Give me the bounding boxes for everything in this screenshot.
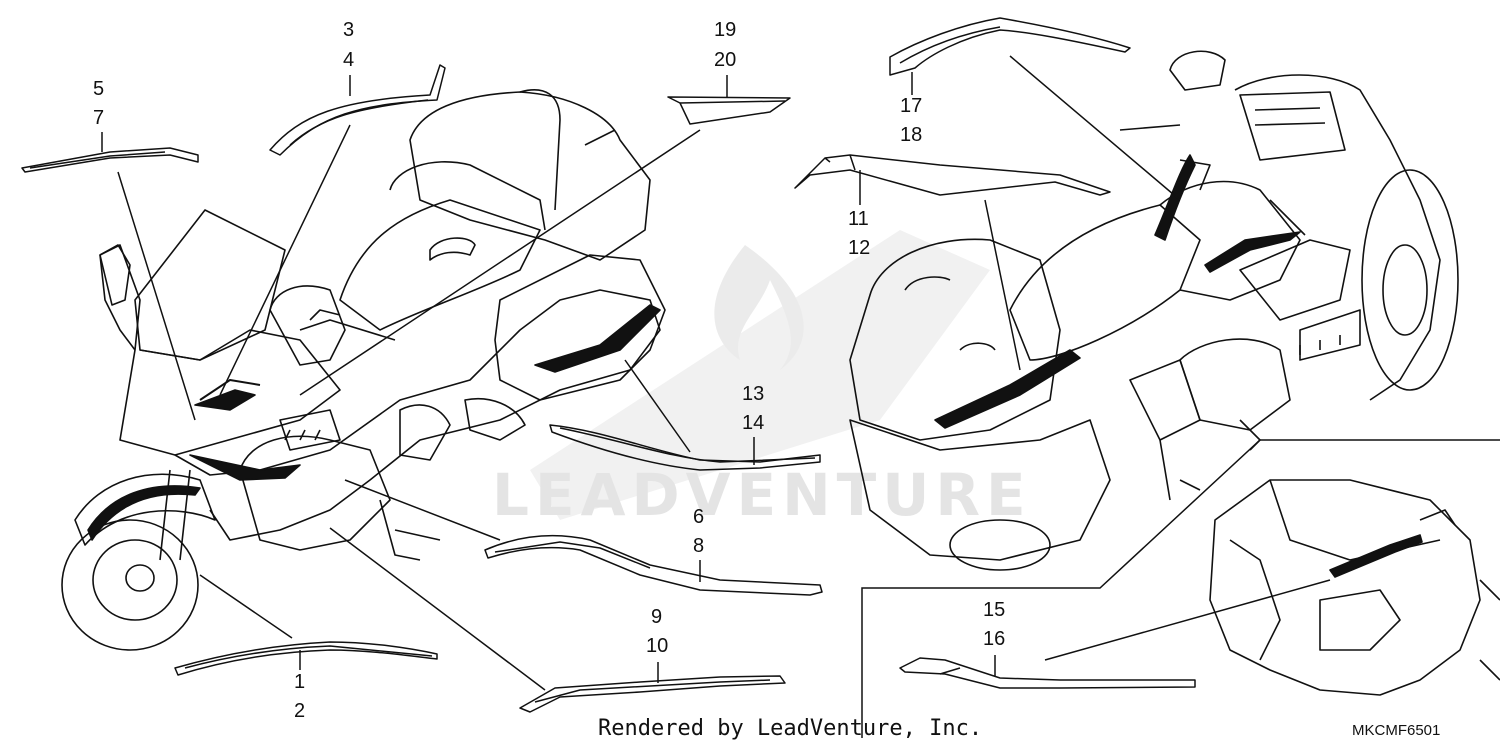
watermark-text: LEADVENTURE: [492, 461, 1032, 529]
instrument-panel: [1239, 91, 1346, 161]
callout-13: 13: [742, 383, 764, 405]
diagram-code: MKCMF6501: [1352, 722, 1441, 739]
callout-8: 8: [693, 535, 704, 557]
callout-17: 17: [900, 95, 922, 117]
callout-5: 5: [93, 78, 104, 100]
right-handlebar: [1119, 124, 1306, 236]
windscreen: [134, 209, 286, 361]
decal-13-14: [549, 424, 821, 471]
right-engine: [1179, 338, 1291, 431]
callout-11: 11: [848, 208, 869, 230]
callout-4: 4: [343, 49, 354, 71]
decal-stripes: [21, 17, 1196, 713]
callout-6: 6: [693, 506, 704, 528]
callout-19: 19: [714, 19, 736, 41]
left-decal-stripe-lower: [189, 454, 301, 481]
front-fairing: [99, 244, 341, 456]
left-fender-stripe: [87, 485, 201, 541]
leader-19-20: [299, 75, 728, 396]
saddlebag-detail-stripe: [1329, 534, 1423, 578]
decal-15-16: [899, 657, 1196, 689]
right-mirror: [1169, 50, 1226, 91]
leader-11-12: [859, 170, 1021, 371]
left-mirror: [99, 244, 131, 306]
callout-12: 12: [848, 237, 870, 259]
decal-19-20: [667, 96, 791, 125]
decal-1-2: [174, 641, 438, 676]
right-tank-stripe: [1154, 154, 1196, 241]
leader-lines: [101, 55, 1500, 738]
decal-17-18: [889, 17, 1131, 76]
callout-16: 16: [983, 628, 1005, 650]
left-top-trunk: [409, 91, 651, 261]
left-saddlebag: [494, 254, 666, 401]
leader-1-2: [199, 574, 301, 670]
decal-11-12: [794, 154, 1111, 196]
right-trunk-stripe: [934, 349, 1081, 429]
saddlebag-detail-illustration: [1209, 479, 1500, 696]
left-saddlebag-stripe: [534, 304, 661, 373]
callout-15: 15: [983, 599, 1005, 621]
left-decal-stripe-upper: [194, 389, 256, 411]
decal-5-7: [21, 147, 199, 173]
frame-line: [861, 439, 1500, 738]
leader-5-7: [101, 132, 196, 421]
leader-17-18: [911, 55, 1181, 201]
callout-18: 18: [900, 124, 922, 146]
right-side-stripe: [1204, 231, 1301, 273]
right-fairing: [1234, 74, 1441, 401]
front-wheel: [61, 519, 199, 651]
callout-7: 7: [93, 107, 104, 129]
right-motorcycle-illustration: [849, 50, 1459, 571]
left-engine: [239, 435, 391, 551]
leader-9-10: [329, 527, 659, 691]
right-top-trunk: [849, 238, 1061, 441]
right-side-panel: [1239, 239, 1351, 321]
decal-3-4: [269, 64, 446, 156]
callout-1: 1: [294, 671, 305, 693]
right-seat: [1009, 204, 1201, 361]
left-seat: [339, 199, 541, 331]
left-handlebar: [299, 309, 396, 341]
front-fender: [74, 473, 216, 546]
callout-10: 10: [646, 635, 668, 657]
callout-9: 9: [651, 606, 662, 628]
kickstand: [379, 499, 441, 561]
leader-6-8: [344, 479, 701, 582]
decal-6-8: [484, 534, 823, 596]
render-credit: Rendered by LeadVenture, Inc.: [598, 716, 983, 741]
right-front-wheel: [1361, 169, 1459, 391]
callouts: 5 7 3 4 19 20 17 18 11 12 13 14 6 8 9 10…: [93, 19, 1005, 722]
callout-20: 20: [714, 49, 736, 71]
right-saddlebag: [849, 419, 1111, 561]
flame-icon: [714, 245, 804, 370]
callout-14: 14: [742, 412, 764, 434]
callout-3: 3: [343, 19, 354, 41]
leader-13-14: [624, 359, 755, 465]
callout-2: 2: [294, 700, 305, 722]
watermark: LEADVENTURE: [492, 230, 1032, 529]
left-motorcycle-illustration: [61, 89, 666, 651]
leader-15-16: [994, 579, 1331, 676]
leader-3-4: [219, 75, 351, 396]
decal-9-10: [519, 675, 786, 713]
